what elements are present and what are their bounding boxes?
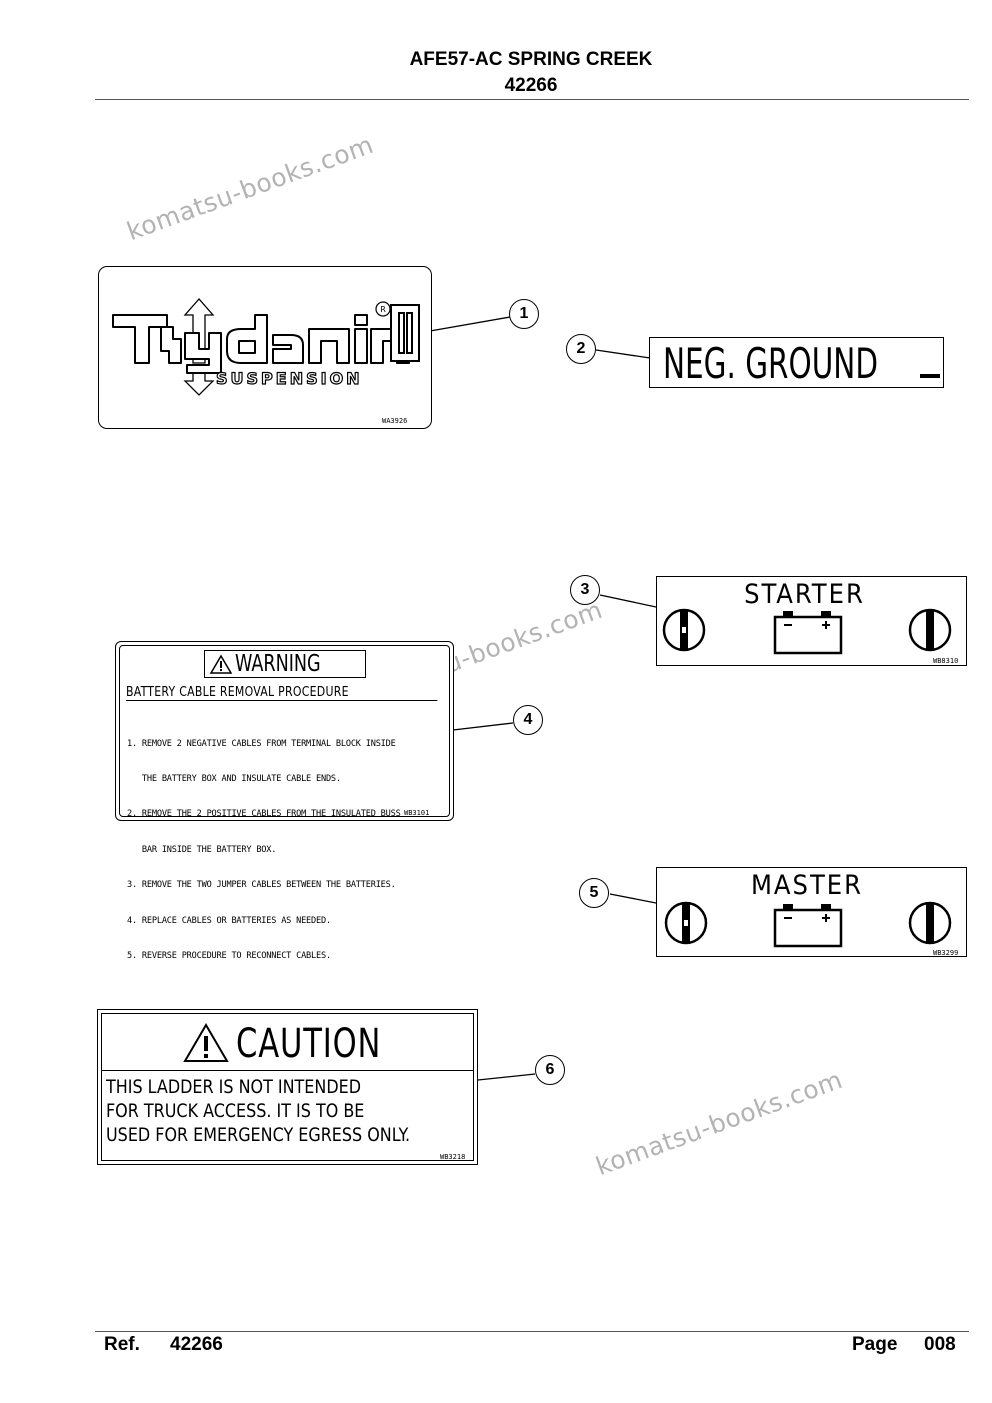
procedure-step: 5. REVERSE PROCEDURE TO RECONNECT CABLES… xyxy=(127,950,331,961)
procedure-steps: 1. REMOVE 2 NEGATIVE CABLES FROM TERMINA… xyxy=(127,715,401,986)
warning-battery-decal: WARNING BATTERY CABLE REMOVAL PROCEDURE … xyxy=(115,641,454,961)
procedure-step: BAR INSIDE THE BATTERY BOX. xyxy=(127,844,277,855)
caution-heading: CAUTION xyxy=(236,1021,382,1067)
callout-3: 3 xyxy=(570,575,600,605)
hydrair-suspension-decal: R SUSPENSION WA3926 xyxy=(98,266,432,429)
starter-decal: STARTER WB8310 xyxy=(656,576,967,666)
caution-line: THIS LADDER IS NOT INTENDED xyxy=(106,1076,361,1098)
starter-title: STARTER xyxy=(744,579,865,610)
decal-code: WB3101 xyxy=(404,809,430,817)
caution-line: FOR TRUCK ACCESS. IT IS TO BE xyxy=(106,1100,365,1122)
battery-icon xyxy=(773,611,843,655)
svg-text:R: R xyxy=(380,305,386,314)
inner-border xyxy=(119,645,450,817)
warning-heading-box: WARNING xyxy=(204,650,366,678)
page-label: Page xyxy=(852,1334,898,1355)
decal-code: WB3218 xyxy=(440,1153,466,1161)
callout-1: 1 xyxy=(509,299,539,329)
inner-border xyxy=(101,1013,474,1161)
decal-code: WB3299 xyxy=(933,949,959,957)
warning-icon xyxy=(209,654,233,674)
footer-rule xyxy=(95,1331,969,1332)
procedure-step: 3. REMOVE THE TWO JUMPER CABLES BETWEEN … xyxy=(127,880,396,891)
neg-ground-text: NEG. GROUND xyxy=(663,339,879,388)
switch-on-icon xyxy=(908,901,952,945)
procedure-step: 4. REPLACE CABLES OR BATTERIES AS NEEDED… xyxy=(127,915,331,926)
decal-code-mark xyxy=(920,374,940,378)
decal-code: WA3926 xyxy=(382,417,408,425)
switch-off-icon xyxy=(664,901,708,945)
document-title: AFE57-AC SPRING CREEK xyxy=(409,49,653,70)
ref-label: Ref. xyxy=(104,1334,140,1355)
callout-5: 5 xyxy=(579,878,609,908)
header-rule xyxy=(95,99,969,100)
neg-ground-decal: NEG. GROUND xyxy=(649,337,944,388)
battery-icon xyxy=(773,904,843,948)
caution-text: THIS LADDER IS NOT INTENDED FOR TRUCK AC… xyxy=(106,1075,410,1147)
switch-off-icon xyxy=(662,608,706,652)
suspension-label: SUSPENSION xyxy=(215,368,363,388)
caution-icon xyxy=(183,1023,229,1062)
callout-4: 4 xyxy=(513,705,543,735)
caution-divider xyxy=(101,1070,474,1071)
ref-value: 42266 xyxy=(170,1334,223,1355)
page-number: 008 xyxy=(924,1334,956,1355)
master-decal: MASTER WB3299 xyxy=(656,867,967,957)
caution-line: USED FOR EMERGENCY EGRESS ONLY. xyxy=(106,1124,411,1146)
procedure-subheading: BATTERY CABLE REMOVAL PROCEDURE xyxy=(126,684,438,701)
caution-ladder-decal: CAUTION THIS LADDER IS NOT INTENDED FOR … xyxy=(97,1009,478,1165)
procedure-step: 1. REMOVE 2 NEGATIVE CABLES FROM TERMINA… xyxy=(127,738,396,749)
document-number: 42266 xyxy=(504,75,558,96)
switch-on-icon xyxy=(908,608,952,652)
procedure-step: 2. REMOVE THE 2 POSITIVE CABLES FROM THE… xyxy=(127,809,401,820)
warning-heading: WARNING xyxy=(235,651,321,677)
procedure-step: THE BATTERY BOX AND INSULATE CABLE ENDS. xyxy=(127,773,341,784)
callout-2: 2 xyxy=(566,334,596,364)
callout-6: 6 xyxy=(535,1055,565,1085)
decal-code: WB8310 xyxy=(933,657,959,665)
hydrair-logo: R xyxy=(112,298,420,396)
master-title: MASTER xyxy=(750,870,864,901)
